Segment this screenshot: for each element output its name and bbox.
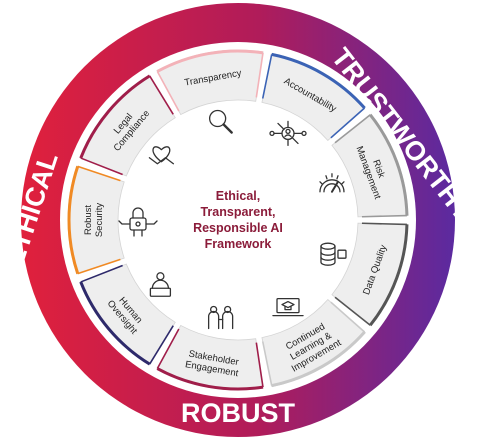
segment-accent-accountability bbox=[271, 52, 366, 110]
segment-edge-human-oversight-0 bbox=[149, 325, 174, 365]
segment-edge-risk-management-0 bbox=[334, 114, 371, 144]
center-line-2: Transparent, bbox=[200, 205, 275, 219]
segments-ring: RobustSecurity LegalComplianceTransparenc… bbox=[67, 49, 409, 391]
ring-word-robust: ROBUST bbox=[181, 398, 296, 428]
people-meeting-icon bbox=[207, 305, 234, 330]
segment-edge-risk-management-1 bbox=[361, 214, 407, 218]
segment-stakeholder-engagement: StakeholderEngagement bbox=[156, 324, 264, 391]
database-check-icon bbox=[320, 242, 347, 266]
segment-edge-robust-security-0 bbox=[77, 258, 121, 275]
segment-transparency: Transparency bbox=[156, 49, 264, 116]
segment-edge-stakeholder-engagement-1 bbox=[156, 328, 180, 369]
segment-legal-compliance: LegalCompliance bbox=[79, 74, 176, 177]
segment-edge-robust-security-1 bbox=[77, 165, 121, 182]
center-line-3: Responsible AI bbox=[193, 221, 283, 235]
segment-human-oversight: HumanOversight bbox=[79, 263, 176, 366]
segment-edge-data-quality-0 bbox=[361, 222, 407, 226]
segment-data-quality: Data Quality bbox=[331, 222, 409, 327]
padlock-circuit-icon bbox=[118, 207, 158, 237]
magnifier-icon bbox=[208, 109, 233, 134]
segment-accent-data-quality bbox=[369, 224, 409, 327]
segment-label-robust-security: RobustSecurity bbox=[83, 203, 105, 238]
segment-edge-stakeholder-engagement-0 bbox=[255, 342, 264, 388]
handshake-heart-icon bbox=[148, 146, 175, 165]
segment-edge-continued-learning-1 bbox=[261, 341, 273, 386]
center-title: Ethical, Transparent, Responsible AI Fra… bbox=[193, 189, 283, 251]
segment-accent-continued-learning bbox=[271, 330, 366, 388]
segment-edge-continued-learning-0 bbox=[330, 301, 366, 333]
center-line-1: Ethical, bbox=[216, 189, 260, 203]
segment-robust-security: RobustSecurity bbox=[67, 165, 125, 275]
segment-label-line: Robust bbox=[83, 205, 94, 235]
segment-accent-robust-security bbox=[67, 165, 80, 275]
segment-accent-legal-compliance bbox=[79, 74, 151, 159]
segment-edge-transparency-1 bbox=[255, 52, 264, 98]
segment-accent-risk-management bbox=[369, 113, 409, 216]
risk-gauge-icon bbox=[319, 173, 345, 193]
person-computer-icon bbox=[149, 272, 172, 297]
segment-edge-transparency-0 bbox=[156, 71, 180, 112]
laptop-graduation-icon bbox=[272, 297, 304, 317]
segment-accent-transparency bbox=[156, 49, 264, 73]
icons-layer bbox=[118, 109, 347, 330]
segment-accountability: Accountability bbox=[261, 52, 366, 142]
network-person-icon bbox=[269, 120, 307, 147]
center-disc bbox=[121, 103, 355, 337]
segment-accent-human-oversight bbox=[79, 281, 151, 366]
segment-continued-learning: ContinuedLearning &Improvement bbox=[261, 298, 366, 388]
segment-accent-stakeholder-engagement bbox=[156, 367, 264, 391]
center-line-4: Framework bbox=[205, 237, 272, 251]
segment-edge-data-quality-1 bbox=[334, 296, 371, 326]
segment-edge-accountability-1 bbox=[330, 107, 366, 139]
segment-label-line: Security bbox=[94, 203, 105, 238]
segment-edge-legal-compliance-1 bbox=[149, 75, 174, 115]
segment-risk-management: RiskManagement bbox=[331, 113, 409, 218]
segment-edge-legal-compliance-0 bbox=[80, 157, 123, 176]
segment-edge-accountability-0 bbox=[261, 54, 273, 99]
segment-edge-human-oversight-1 bbox=[80, 264, 123, 283]
